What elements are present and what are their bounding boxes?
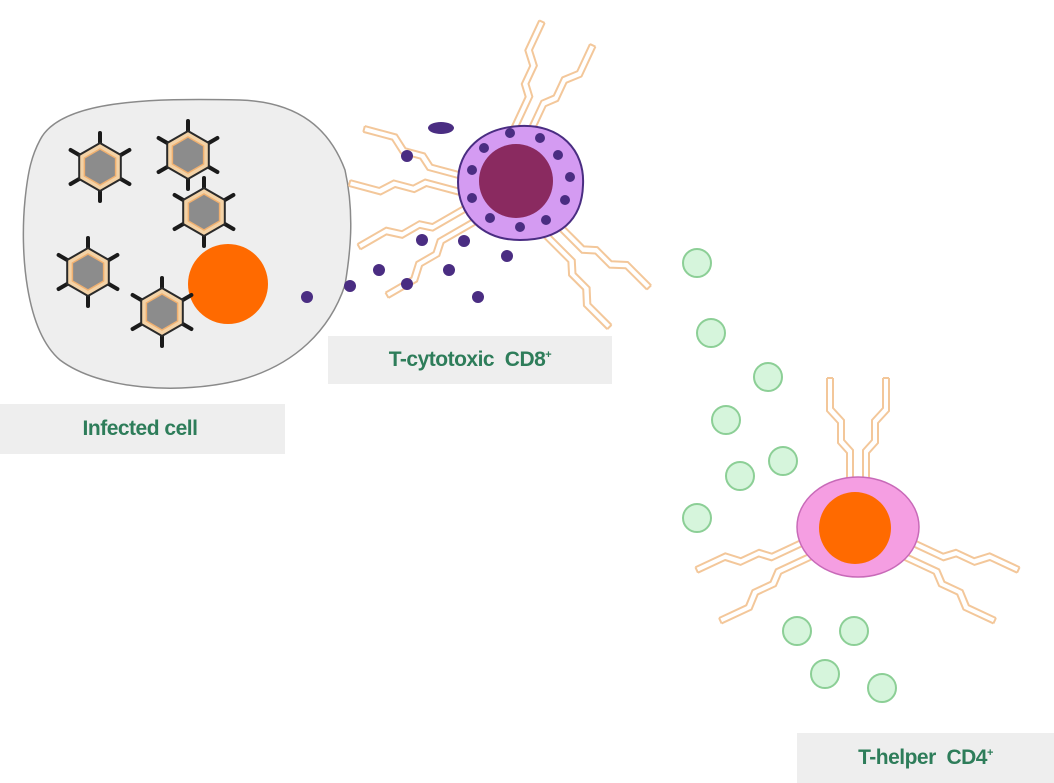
t-helper-label-box: T-helper CD4+ — [797, 733, 1054, 783]
cytokine-circle — [682, 248, 712, 278]
cd4-nucleus — [819, 492, 891, 564]
granule-dot — [373, 264, 385, 276]
infected-cell-nucleus — [188, 244, 268, 324]
granule-dot — [344, 280, 356, 292]
t-cytotoxic-label-text: T-cytotoxic CD8 — [388, 348, 546, 371]
cytokine-circle — [753, 362, 783, 392]
cytokine-circle — [725, 461, 755, 491]
cd8-t-cell — [456, 124, 585, 242]
granule-dot — [401, 278, 413, 290]
cytokine-circle — [867, 673, 897, 703]
granule-dot — [428, 122, 454, 134]
cytokine-circle — [782, 616, 812, 646]
infected-cell-label: Infected cell — [82, 417, 198, 440]
cytokine-circle — [839, 616, 869, 646]
cytokine-circle — [810, 659, 840, 689]
granule-dot — [401, 150, 413, 162]
receptor-icon — [826, 377, 890, 491]
cd8-nucleus — [479, 144, 553, 218]
cd4-t-cell — [796, 476, 920, 578]
cd8-granules — [467, 128, 575, 232]
t-helper-label-text: T-helper CD4 — [858, 746, 987, 769]
granule-dot — [472, 291, 484, 303]
infected-cell — [22, 98, 352, 389]
cytokine-circle — [711, 405, 741, 435]
t-cytotoxic-label-box: T-cytotoxic CD8+ — [328, 336, 612, 384]
t-helper-label-superscript: + — [986, 747, 993, 759]
t-cytotoxic-label: T-cytotoxic CD8+ — [388, 348, 552, 372]
granule-dot — [458, 235, 470, 247]
released-granules — [301, 122, 513, 303]
granule-dot — [443, 264, 455, 276]
cytokine-circle — [696, 318, 726, 348]
t-helper-label: T-helper CD4+ — [858, 746, 993, 770]
granule-dot — [301, 291, 313, 303]
receptor-icon — [347, 125, 475, 216]
infected-cell-label-box: Infected cell — [0, 404, 285, 454]
cytokine-circle — [682, 503, 712, 533]
cytokine-circle — [768, 446, 798, 476]
granule-dot — [416, 234, 428, 246]
granule-dot — [501, 250, 513, 262]
t-cytotoxic-label-superscript: + — [545, 349, 552, 361]
cytokines — [682, 248, 897, 703]
